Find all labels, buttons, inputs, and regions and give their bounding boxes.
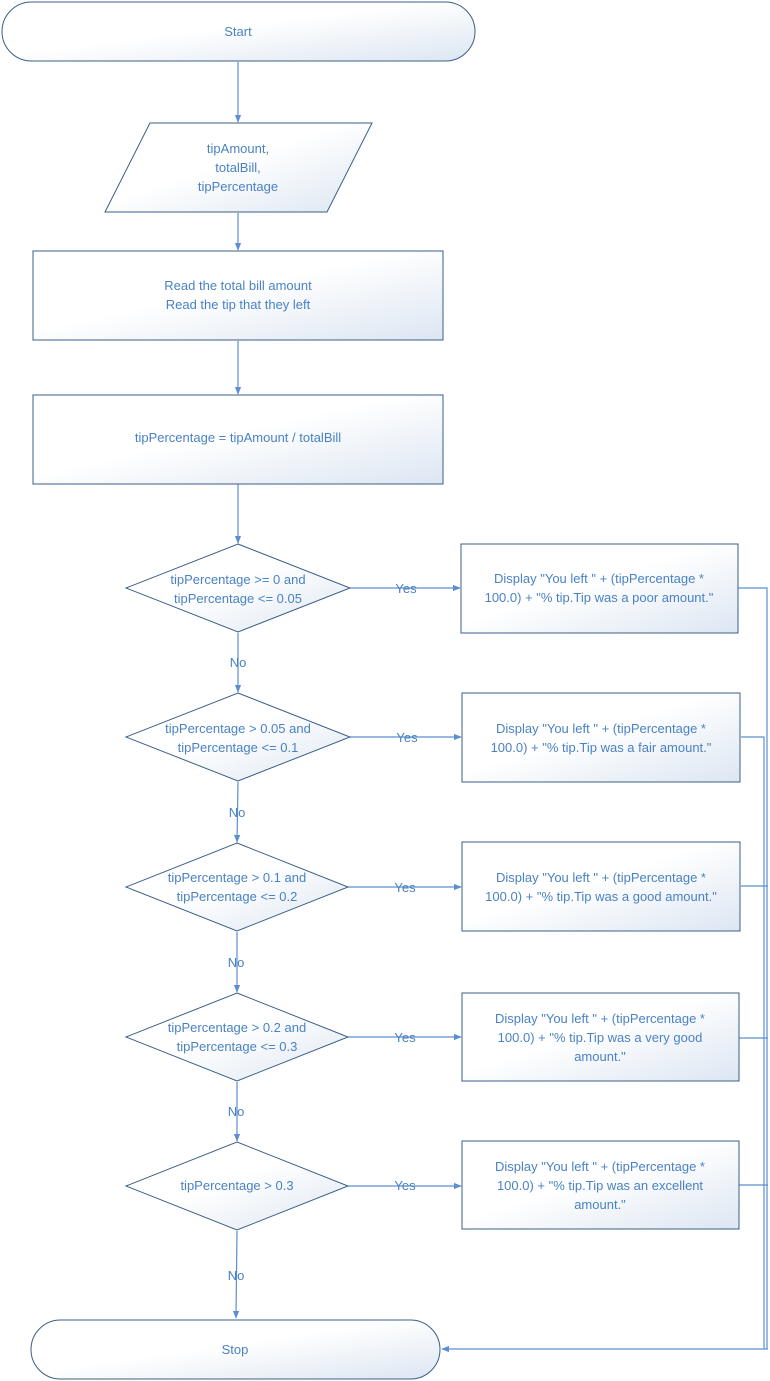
calc-label: tipPercentage = tipAmount / totalBill [135, 430, 341, 445]
input-line-3: tipPercentage [198, 179, 278, 194]
edge-o2-merge [741, 736, 765, 1349]
decision-5-line-1: tipPercentage > 0.3 [180, 1178, 293, 1193]
output-1-line-1: Display "You left " + (tipPercentage * [494, 571, 704, 586]
label-no-2: No [229, 805, 246, 820]
output-1: Display "You left " + (tipPercentage * 1… [460, 543, 739, 634]
decision-1-line-2: tipPercentage <= 0.05 [174, 591, 302, 606]
calc-node: tipPercentage = tipAmount / totalBill [32, 394, 444, 485]
read-line-2: Read the tip that they left [166, 297, 311, 312]
read-node: Read the total bill amount Read the tip … [32, 250, 444, 341]
edge-d2-d3 [233, 781, 241, 843]
decision-2-line-1: tipPercentage > 0.05 and [165, 721, 311, 736]
output-5-line-2: 100.0) + "% tip.Tip was an excellent [497, 1178, 703, 1193]
decision-5: tipPercentage > 0.3 [124, 1141, 350, 1231]
label-yes-4: Yes [394, 1030, 416, 1045]
output-2-line-1: Display "You left " + (tipPercentage * [496, 721, 706, 736]
input-line-1: tipAmount, [207, 141, 269, 156]
decision-3-line-1: tipPercentage > 0.1 and [168, 870, 306, 885]
label-yes-2: Yes [396, 730, 418, 745]
output-1-line-2: 100.0) + "% tip.Tip was a poor amount." [485, 590, 714, 605]
label-yes-3: Yes [394, 880, 416, 895]
decision-4-line-1: tipPercentage > 0.2 and [168, 1020, 306, 1035]
decision-4: tipPercentage > 0.2 and tipPercentage <=… [124, 992, 350, 1082]
output-3-line-1: Display "You left " + (tipPercentage * [496, 870, 706, 885]
label-no-1: No [230, 655, 247, 670]
edge-o1-merge [738, 587, 768, 1349]
start-label: Start [224, 24, 252, 39]
output-5-line-1: Display "You left " + (tipPercentage * [495, 1159, 705, 1174]
output-5: Display "You left " + (tipPercentage * 1… [461, 1140, 740, 1230]
label-yes-5: Yes [394, 1178, 416, 1193]
output-2-line-2: 100.0) + "% tip.Tip was a fair amount." [491, 740, 712, 755]
output-4-line-2: 100.0) + "% tip.Tip was a very good [498, 1030, 703, 1045]
label-no-4: No [228, 1104, 245, 1119]
stop-node: Stop [30, 1319, 441, 1380]
decision-2-line-2: tipPercentage <= 0.1 [178, 740, 299, 755]
decision-1-line-1: tipPercentage >= 0 and [170, 572, 305, 587]
decision-3-line-2: tipPercentage <= 0.2 [177, 889, 298, 904]
edge-d5-stop [232, 1230, 240, 1319]
edge-labels: Yes Yes Yes Yes Yes No No No No No [228, 581, 418, 1283]
input-node: tipAmount, totalBill, tipPercentage [104, 122, 373, 213]
decision-2: tipPercentage > 0.05 and tipPercentage <… [124, 692, 352, 782]
output-4-line-1: Display "You left " + (tipPercentage * [495, 1011, 705, 1026]
read-line-1: Read the total bill amount [164, 278, 312, 293]
output-3-line-2: 100.0) + "% tip.Tip was a good amount." [485, 889, 717, 904]
output-3: Display "You left " + (tipPercentage * 1… [461, 841, 741, 932]
output-5-line-3: amount." [574, 1197, 626, 1212]
input-line-2: totalBill, [215, 160, 261, 175]
decision-3: tipPercentage > 0.1 and tipPercentage <=… [124, 842, 350, 932]
output-4-line-3: amount." [574, 1049, 626, 1064]
label-yes-1: Yes [395, 581, 417, 596]
stop-label: Stop [222, 1342, 249, 1357]
decision-4-line-2: tipPercentage <= 0.3 [177, 1039, 298, 1054]
start-node: Start [1, 1, 476, 62]
decision-1: tipPercentage >= 0 and tipPercentage <= … [124, 543, 352, 633]
label-no-3: No [228, 955, 245, 970]
output-2: Display "You left " + (tipPercentage * 1… [461, 692, 741, 783]
output-4: Display "You left " + (tipPercentage * 1… [461, 992, 740, 1082]
label-no-5: No [228, 1268, 245, 1283]
connectors [232, 62, 768, 1353]
